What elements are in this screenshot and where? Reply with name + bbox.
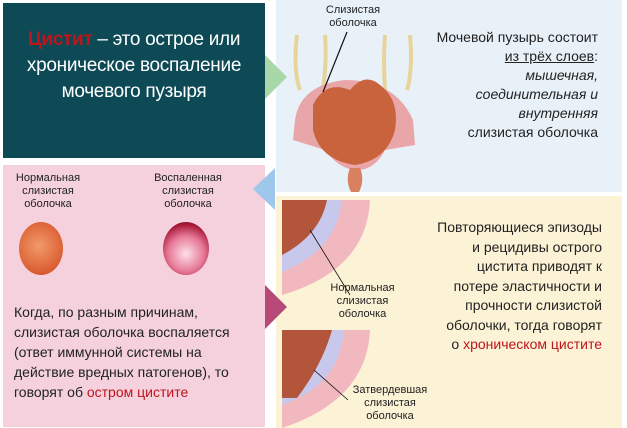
- normal-mucosa-label: Нормальная слизистая оболочка: [15, 172, 81, 210]
- inflamed-mucosa-label: Воспаленная слизистая оболочка: [154, 172, 222, 210]
- term: Цистит: [27, 29, 93, 50]
- chronic-normal-label: Нормальная слизистая оболочка: [330, 282, 395, 320]
- pointer-line: [322, 31, 348, 93]
- mucosa-label: Слизистая оболочка: [325, 4, 381, 29]
- normal-mucosa-image: [19, 222, 63, 275]
- arrow-right-green-icon: [265, 55, 287, 99]
- definition-text: – это острое или хроническое воспаление …: [26, 29, 242, 102]
- hardened-mucosa-label: Затвердевшая слизистая оболочка: [352, 384, 428, 422]
- tissue-sections: [282, 200, 370, 428]
- definition-box: Цистит – это острое или хроническое восп…: [3, 3, 265, 158]
- acute-panel: [3, 165, 265, 427]
- arrow-right-magenta-icon: [265, 285, 287, 329]
- bladder-description: Мочевой пузырь состоит из трёх слоев: мы…: [436, 29, 598, 140]
- arrow-left-blue-icon: [253, 168, 275, 210]
- chronic-description: Повторяющиеся эпизоды и рецидивы острого…: [437, 219, 602, 352]
- acute-description: Когда, по разным причинам, слизистая обо…: [14, 304, 230, 400]
- inflamed-mucosa-image: [163, 222, 209, 275]
- bladder-illustration: [293, 31, 415, 192]
